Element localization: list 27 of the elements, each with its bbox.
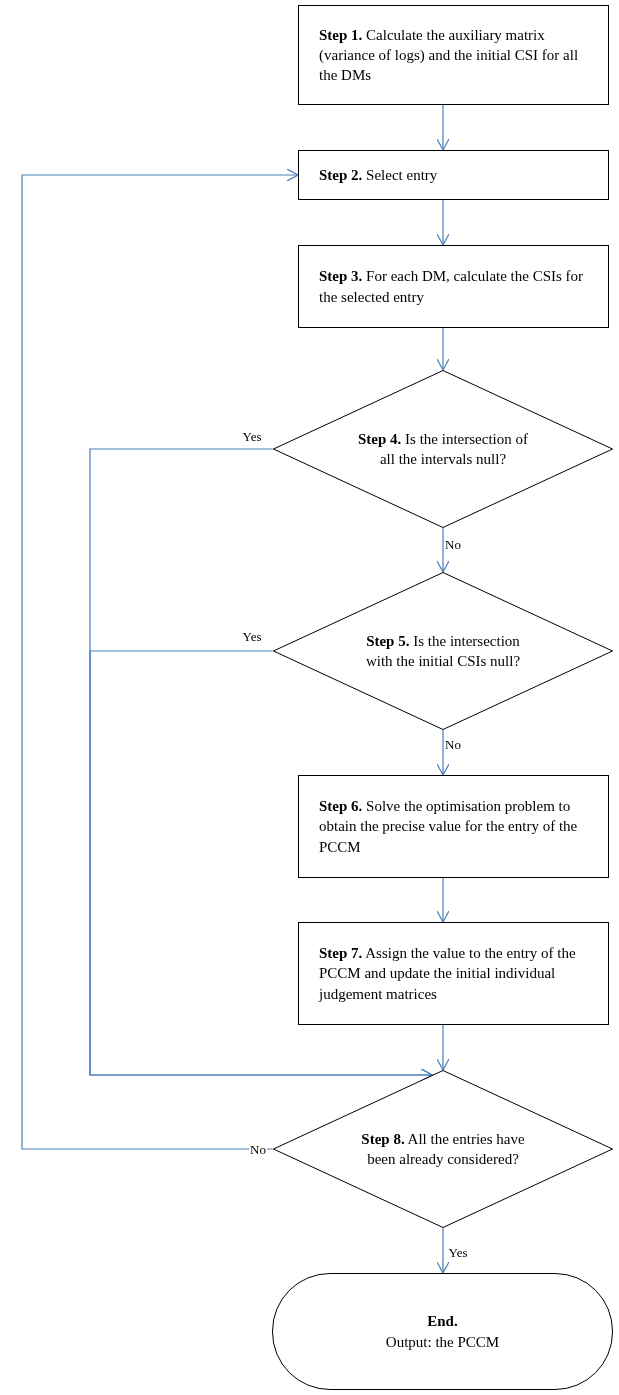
arrow [436,729,450,776]
arrow [436,877,450,923]
step-text: Step 8. All the entries have been already considered? [360,1129,526,1169]
arrow [436,199,450,246]
step-text: Step 2. Select entry [319,165,438,185]
arrow [21,168,299,1150]
process-box [298,150,609,200]
decision-diamond [273,1070,613,1228]
process-box [298,922,609,1025]
arrow [436,1227,450,1274]
end-title: End. [427,1312,458,1332]
arrow [436,327,450,371]
process-box [298,245,609,328]
step-text: Step 5. Is the intersection with the initial CSIs null? [364,631,522,671]
process-box [298,5,609,105]
arrow [436,527,450,573]
step-text: Step 1. Calculate the auxiliary matrix (variance of logs) and the initial CSI for all the DMs [319,25,580,86]
end-text: Output: the PCCM [385,1332,500,1352]
decision-diamond [273,370,613,528]
decision-diamond [273,572,613,730]
process-box [298,775,609,878]
step-text: Step 7. Assign the value to the entry of the PCCM and update the initial individual judgement matrices [319,944,577,1004]
step-text: Step 6. Solve the optimisation problem to obtain the precise value for the entry of the PCCM [319,797,579,857]
arrow [436,104,450,151]
step-text: Step 3. For each DM, calculate the CSIs for the selected entry [319,267,585,307]
step-text: Step 4. Is the intersection of all the intervals null? [357,429,529,469]
arrow [436,1024,450,1071]
